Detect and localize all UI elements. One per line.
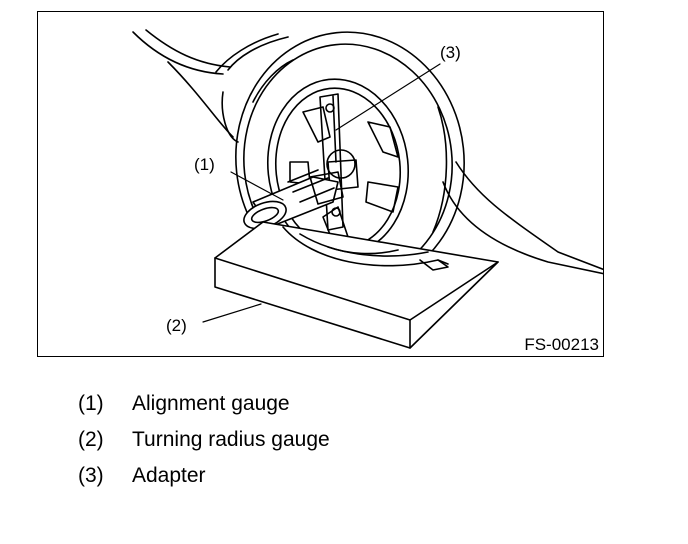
leader-lines (202, 63, 441, 323)
legend-label: Adapter (132, 464, 206, 487)
leader-line-2 (202, 303, 262, 323)
leader-line-1 (230, 171, 284, 201)
callout-1: (1) (194, 155, 215, 174)
legend-number: (1) (78, 392, 104, 415)
callout-3: (3) (440, 43, 461, 62)
legend-number: (3) (78, 464, 104, 487)
adapter (319, 93, 359, 231)
car-body (132, 29, 603, 275)
figure-frame: (3) (1) (2) FS-00213 (37, 11, 604, 357)
figure-code: FS-00213 (524, 335, 599, 354)
wheel-alignment-illustration (132, 29, 603, 349)
turning-radius-gauge (214, 221, 499, 349)
callout-2: (2) (166, 316, 187, 335)
leader-line-3 (335, 63, 441, 131)
legend-number: (2) (78, 428, 104, 451)
legend-label: Turning radius gauge (132, 428, 330, 451)
legend-label: Alignment gauge (132, 392, 290, 415)
